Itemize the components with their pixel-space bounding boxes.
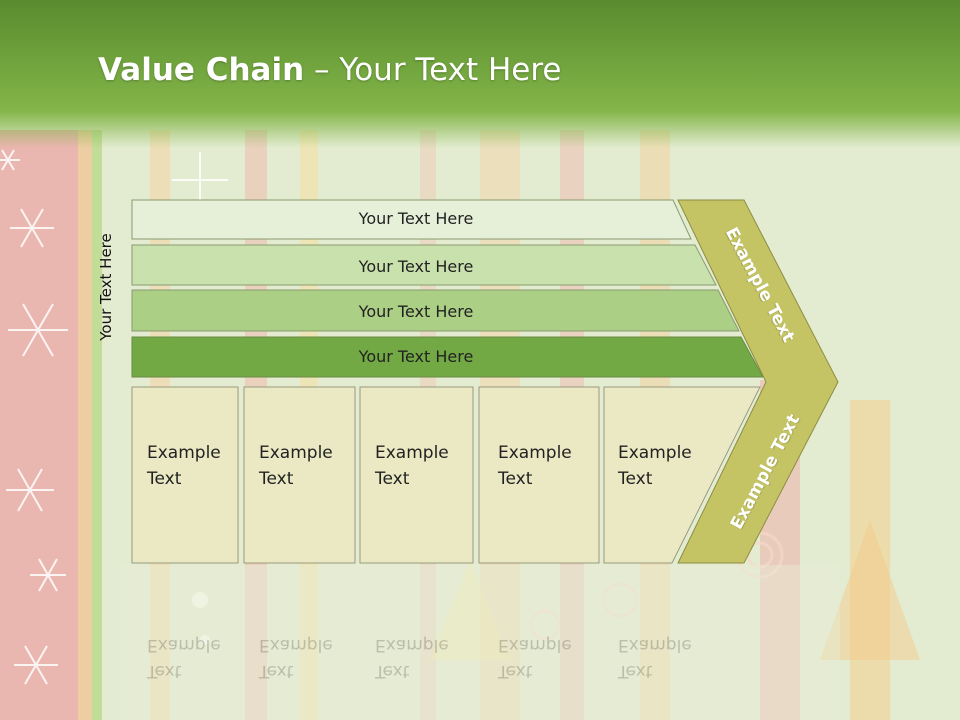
- box-line2: Text: [375, 469, 410, 489]
- box-line2: Text: [147, 469, 182, 489]
- refl-line1: Example: [375, 635, 449, 655]
- box-line1: Example: [147, 443, 221, 463]
- refl-line1: Example: [147, 635, 221, 655]
- value-chain-bar-2[interactable]: [131, 244, 717, 286]
- bar-label-2: Your Text Here: [358, 257, 474, 276]
- title-rest: – Your Text Here: [304, 52, 562, 88]
- bar-label-1: Your Text Here: [358, 209, 474, 228]
- value-chain-bar-3[interactable]: [131, 289, 740, 332]
- margin-chevron[interactable]: [677, 199, 839, 564]
- box-line2: Text: [498, 469, 533, 489]
- box-line1: Example: [375, 443, 449, 463]
- refl-line2: Text: [498, 661, 533, 681]
- refl-line1: Example: [498, 635, 572, 655]
- title-bold: Value Chain: [98, 52, 305, 88]
- refl-line1: Example: [618, 635, 692, 655]
- reflection-5: Text Example: [618, 632, 692, 684]
- bar-label-3: Your Text Here: [358, 302, 474, 321]
- activity-box-3[interactable]: [359, 386, 474, 564]
- slide-title: Value Chain – Your Text Here: [98, 52, 561, 88]
- refl-line2: Text: [147, 661, 182, 681]
- box-line1: Example: [259, 443, 333, 463]
- box-line1: Example: [498, 443, 572, 463]
- activity-box-1[interactable]: [131, 386, 239, 564]
- activity-box-5[interactable]: [603, 386, 761, 564]
- refl-line2: Text: [375, 661, 410, 681]
- value-chain-bar-4[interactable]: [131, 336, 764, 378]
- refl-line2: Text: [259, 661, 294, 681]
- box-line2: Text: [259, 469, 294, 489]
- reflection-4: Text Example: [498, 632, 572, 684]
- activity-box-2[interactable]: [243, 386, 356, 564]
- bar-label-4: Your Text Here: [358, 347, 474, 366]
- reflection-2: Text Example: [259, 632, 333, 684]
- value-chain-bar-1[interactable]: [131, 199, 692, 240]
- title-bar: [0, 0, 960, 148]
- reflection-1: Text Example: [147, 632, 221, 684]
- refl-line1: Example: [259, 635, 333, 655]
- activity-box-4[interactable]: [478, 386, 600, 564]
- reflection-3: Text Example: [375, 632, 449, 684]
- refl-line2: Text: [618, 661, 653, 681]
- box-line2: Text: [618, 469, 653, 489]
- box-line1: Example: [618, 443, 692, 463]
